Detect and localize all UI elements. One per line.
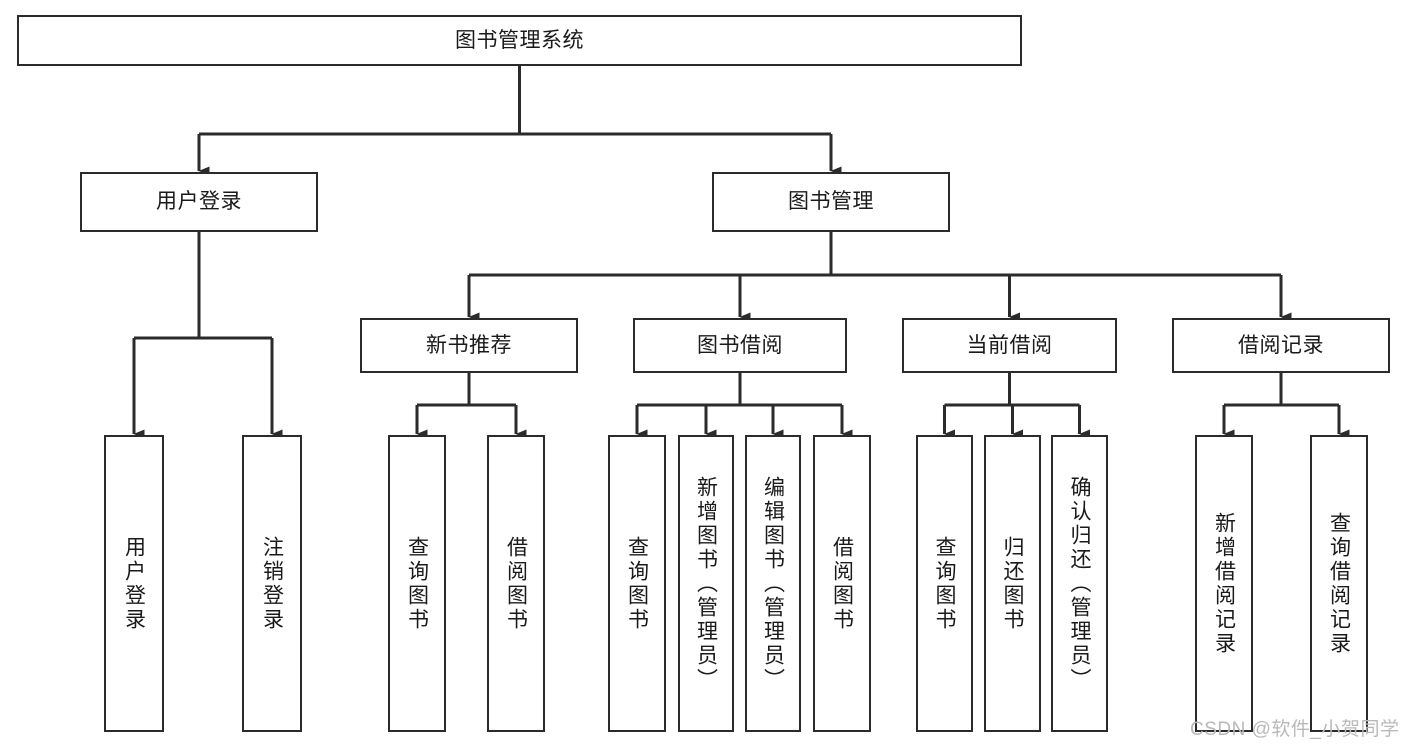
node-leaf-confirm-return[interactable]: 确认归还（管理员）: [1051, 435, 1108, 732]
node-label: 查询图书: [933, 535, 957, 632]
node-leaf-query-book-3[interactable]: 查询图书: [916, 435, 973, 732]
node-label: 查询借阅记录: [1327, 511, 1351, 656]
node-user-login[interactable]: 用户登录: [80, 172, 318, 232]
node-borrow-record[interactable]: 借阅记录: [1172, 318, 1390, 373]
node-leaf-edit-book[interactable]: 编辑图书（管理员）: [745, 435, 801, 732]
node-label: 查询图书: [625, 535, 649, 632]
node-label: 用户登录: [122, 535, 146, 632]
node-leaf-return-book[interactable]: 归还图书: [984, 435, 1041, 732]
node-leaf-add-book[interactable]: 新增图书（管理员）: [678, 435, 734, 732]
node-leaf-query-book-2[interactable]: 查询图书: [608, 435, 666, 732]
node-new-book-recommend[interactable]: 新书推荐: [360, 318, 578, 373]
node-leaf-add-record[interactable]: 新增借阅记录: [1195, 435, 1253, 732]
node-label: 当前借阅: [966, 333, 1053, 357]
node-book-borrow[interactable]: 图书借阅: [633, 318, 847, 373]
node-leaf-borrow-book-2[interactable]: 借阅图书: [813, 435, 871, 732]
node-current-borrow[interactable]: 当前借阅: [902, 318, 1117, 373]
node-label: 借阅图书: [504, 535, 528, 632]
node-label: 图书管理: [788, 190, 874, 214]
node-label: 新书推荐: [426, 333, 512, 357]
node-label: 编辑图书（管理员）: [761, 475, 785, 692]
node-label: 借阅记录: [1238, 333, 1324, 357]
node-label: 注销登录: [260, 535, 284, 632]
node-root[interactable]: 图书管理系统: [17, 15, 1022, 66]
node-label: 确认归还（管理员）: [1068, 475, 1092, 692]
node-label: 新增借阅记录: [1212, 511, 1236, 656]
node-leaf-query-book-1[interactable]: 查询图书: [388, 435, 446, 732]
node-label: 查询图书: [405, 535, 429, 632]
node-label: 用户登录: [156, 190, 242, 214]
node-label: 新增图书（管理员）: [694, 475, 718, 692]
node-leaf-borrow-book-1[interactable]: 借阅图书: [487, 435, 545, 732]
node-book-manage[interactable]: 图书管理: [712, 172, 950, 232]
connector-lines: [132, 66, 1350, 439]
node-leaf-user-login[interactable]: 用户登录: [104, 435, 164, 732]
node-label: 借阅图书: [830, 535, 854, 632]
node-leaf-query-record[interactable]: 查询借阅记录: [1310, 435, 1368, 732]
node-label: 图书管理系统: [455, 28, 584, 52]
node-leaf-logout[interactable]: 注销登录: [242, 435, 302, 732]
node-label: 归还图书: [1001, 535, 1025, 632]
node-label: 图书借阅: [697, 333, 783, 357]
